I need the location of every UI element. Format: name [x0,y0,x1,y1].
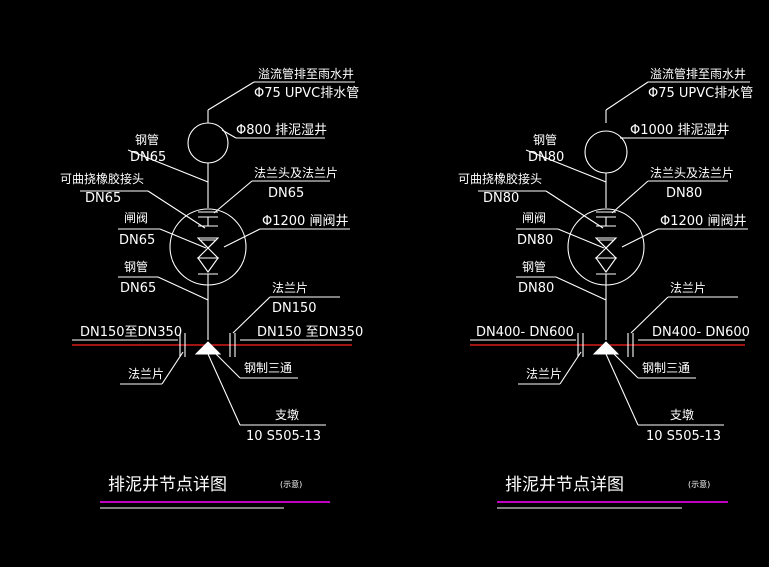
flange-top-leader [630,296,669,334]
valve-size: DN65 [119,233,155,248]
detail-title: 排泥井节点详图 [505,475,624,495]
steel-pipe-1-leader [525,149,607,183]
flange-plate-bottom-label: 法兰片 [128,367,164,381]
steel-tee-label: 钢制三通 [642,361,690,375]
steel-tee-symbol [592,341,620,355]
support-leader [605,353,639,426]
steel-pipe-2-label: 钢管 [522,259,546,274]
steel-pipe-2-leader [157,276,209,301]
steel-pipe-2-leader [555,276,607,301]
scale-note: (示意) [688,479,710,489]
steel-tee-symbol [194,341,222,355]
main-pipe-left-label: DN150至DN350 [80,325,182,340]
flex-joint-label: 可曲挠橡胶接头 [60,171,144,186]
steel-tee-leader [611,351,639,379]
steel-tee-label: 钢制三通 [244,361,292,375]
gate-valve-top [596,239,616,249]
steel-pipe-1-label: 钢管 [533,132,557,147]
valve-well-circle [567,208,645,286]
valve-well-leader [621,228,659,248]
gate-valve-lower [196,257,220,273]
valve-leader [557,228,605,249]
flex-joint-label: 可曲挠橡胶接头 [458,171,542,186]
support-leader [207,353,241,426]
valve-leader [159,228,207,249]
flange-plate-top-size: DN150 [272,301,317,316]
left-detail: 溢流管排至雨水井 Φ75 UPVC排水管 Φ800 排泥湿井 钢管 DN65 可… [60,66,363,509]
valve-well-label: Φ1200 闸阀井 [262,214,348,229]
steel-tee-leader [213,351,241,379]
flange-joint-size: DN80 [666,186,702,201]
flange-plate-bottom-label: 法兰片 [526,367,562,381]
gate-valve-lower [594,257,618,273]
main-pipe-right-label: DN150 至DN350 [257,325,363,340]
flex-joint-size: DN80 [483,191,519,206]
mud-well-circle [187,122,229,164]
flange-plate-top-label: 法兰片 [670,281,706,295]
flange-joint-label: 法兰头及法兰片 [254,166,338,180]
support-ref: 10 S505-13 [246,429,321,444]
steel-pipe-1-size: DN80 [528,150,564,165]
support-ref: 10 S505-13 [646,429,721,444]
steel-pipe-1-label: 钢管 [135,132,159,147]
main-pipe-left-label: DN400- DN600 [476,325,574,340]
overflow-label-2: Φ75 UPVC排水管 [254,86,359,101]
overflow-label-2: Φ75 UPVC排水管 [648,86,753,101]
flange-joint-label: 法兰头及法兰片 [650,166,734,180]
flange-bottom-leader [161,351,184,385]
mud-well-label: Φ1000 排泥湿井 [630,123,729,138]
right-detail: 溢流管排至雨水井 Φ75 UPVC排水管 Φ1000 排泥湿井 钢管 DN80 … [458,66,753,509]
mud-well-circle [584,130,628,174]
scale-note: (示意) [280,479,302,489]
gate-valve-top [198,239,218,249]
flange-plate-top-label: 法兰片 [272,281,308,295]
overflow-label-1: 溢流管排至雨水井 [258,66,354,81]
flange-joint-size: DN65 [268,186,304,201]
steel-pipe-2-label: 钢管 [124,259,148,274]
valve-label: 闸阀 [522,211,546,225]
valve-well-label: Φ1200 闸阀井 [660,214,746,229]
flex-joint-leader [545,190,604,229]
overflow-leader [605,81,649,111]
steel-pipe-2-size: DN65 [120,281,156,296]
overflow-leader [207,81,255,111]
steel-pipe-1-leader [127,149,209,183]
flange-joint-leader [213,180,253,214]
valve-size: DN80 [517,233,553,248]
mud-well-label: Φ800 排泥湿井 [236,123,327,138]
support-label: 支墩 [275,408,299,422]
main-pipe-right-label: DN400- DN600 [652,325,750,340]
flex-joint-leader [147,190,206,229]
flange-joint-leader [611,180,649,214]
valve-label: 闸阀 [124,211,148,225]
valve-well-leader [223,228,261,248]
mud-well-leader [221,129,237,139]
overflow-label-1: 溢流管排至雨水井 [650,66,746,81]
detail-title: 排泥井节点详图 [108,475,227,495]
steel-pipe-1-size: DN65 [130,150,166,165]
flange-bottom-leader [559,351,582,385]
flex-joint-size: DN65 [85,191,121,206]
flange-top-leader [232,296,271,334]
steel-pipe-2-size: DN80 [518,281,554,296]
valve-well-circle [169,208,247,286]
support-label: 支墩 [670,408,694,422]
